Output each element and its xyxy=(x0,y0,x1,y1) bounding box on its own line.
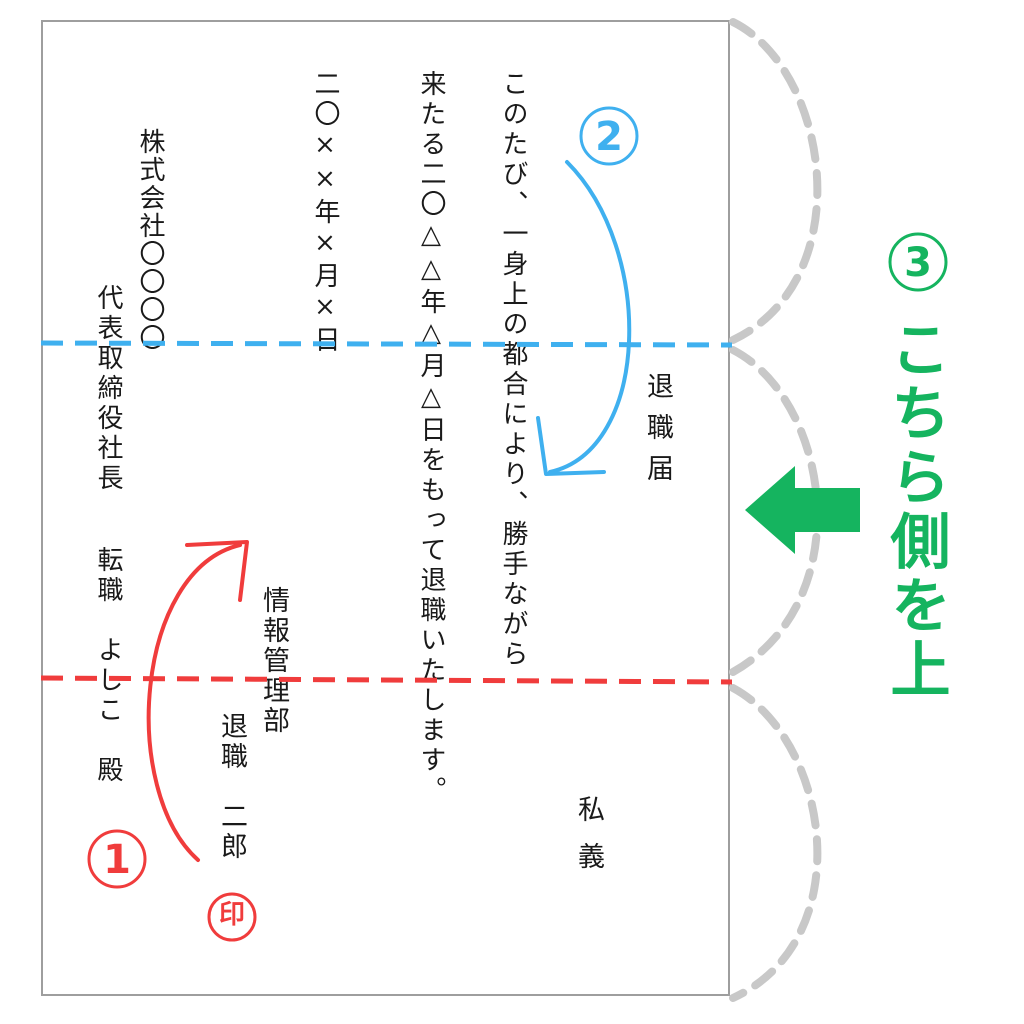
step-1-circle xyxy=(87,829,147,889)
fold-arrowhead-blue xyxy=(536,416,606,476)
letter-title: 退職届 xyxy=(642,372,673,495)
letter-body-line-1: このたび、一身上の都合により、勝手ながら xyxy=(498,70,528,670)
fold-arc-gray-1 xyxy=(729,18,822,344)
fold-arc-gray-3 xyxy=(729,684,822,1002)
up-side-arrow-green xyxy=(745,466,860,554)
recipient-title: 代表取締役社長 xyxy=(93,284,123,494)
step-2-label: 2 xyxy=(595,114,623,160)
fold-line-red xyxy=(40,675,733,685)
letter-date: 二〇××年×月×日 xyxy=(310,70,340,356)
fold-line-blue xyxy=(40,340,733,348)
company-name: 株式会社〇〇〇〇 xyxy=(135,128,165,352)
recipient-name: 転職 よしこ 殿 xyxy=(93,546,123,786)
step-1-label: 1 xyxy=(103,837,131,883)
author-name: 退職 二郎 xyxy=(216,712,247,862)
fold-arrow-red xyxy=(146,543,242,862)
seal-circle xyxy=(207,892,257,942)
this-side-up-label: こちら側を上 xyxy=(880,318,950,702)
seal-mark: 印 xyxy=(218,900,245,930)
letter-body-line-2: 来たる二〇△△年△月△日をもって退職いたします。 xyxy=(416,70,446,806)
step-3-label: 3 xyxy=(904,240,932,286)
step-2-circle xyxy=(579,106,639,166)
letter-shiki: 私義 xyxy=(573,795,604,889)
resignation-letter-paper xyxy=(41,20,730,996)
fold-arrowhead-red xyxy=(185,540,249,602)
step-3-circle xyxy=(888,232,948,292)
author-department: 情報管理部 xyxy=(258,586,289,736)
fold-arrow-blue xyxy=(548,160,632,474)
